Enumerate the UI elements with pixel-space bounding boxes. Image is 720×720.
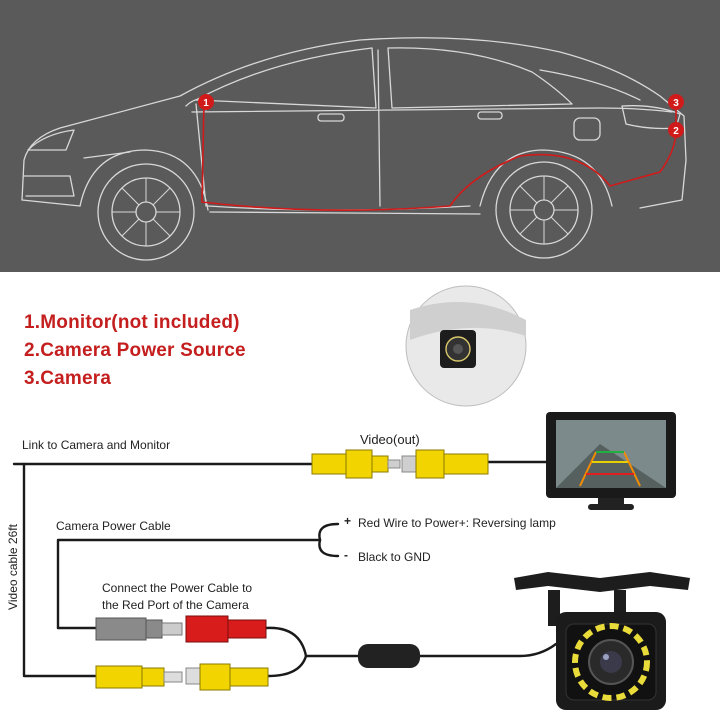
callout-2-text: 2 [673, 126, 679, 137]
power-cable-wire [56, 538, 322, 630]
black-wire-label: Black to GND [358, 550, 431, 564]
link-camera-monitor-label: Link to Camera and Monitor [22, 438, 171, 452]
red-wire-label: Red Wire to Power+: Reversing lamp [358, 516, 556, 530]
minus-sign: - [344, 548, 348, 562]
rca-video-male-connector [311, 449, 401, 479]
monitor-device [546, 412, 676, 510]
inline-module [358, 644, 420, 668]
power-port-red-connector [185, 615, 267, 643]
callout-camera-marker: 3 [668, 94, 684, 110]
monitor-video-wire [486, 460, 550, 472]
car-outline-illustration: 1 2 3 [21, 37, 687, 261]
legend-item-monitor: 1.Monitor(not included) [24, 312, 240, 333]
video-cable-wire [12, 462, 98, 678]
callout-monitor-marker: 1 [198, 94, 214, 110]
callout-1-text: 1 [203, 98, 209, 109]
connect-note-line1: Connect the Power Cable to [102, 581, 253, 595]
camera-mounted-photo [405, 285, 527, 407]
video-cable-length-label: Video cable 26ft [6, 524, 20, 610]
legend-item-camera: 3.Camera [24, 368, 112, 389]
camera-power-lead [264, 626, 362, 658]
connect-note-line2: the Red Port of the Camera [102, 598, 249, 612]
car-diagram-panel: 1 2 3 [0, 0, 720, 272]
callout-power-marker: 2 [668, 122, 684, 138]
camera-lead-wire [416, 642, 558, 658]
power-plug-grey-connector [95, 617, 183, 641]
rca-video-female-connector [401, 449, 489, 479]
wiring-diagram [12, 285, 690, 710]
backup-camera-device [514, 572, 690, 710]
video-out-label: Video(out) [360, 432, 420, 447]
camera-video-male-connector [95, 665, 183, 689]
power-cable-label: Camera Power Cable [56, 519, 171, 533]
red-wire-branch [318, 522, 340, 542]
black-wire-branch [318, 538, 340, 558]
camera-video-lead [266, 654, 308, 678]
camera-video-female-connector [185, 663, 269, 691]
callout-3-text: 3 [673, 98, 679, 109]
plus-sign: + [344, 514, 352, 528]
wiring-route-line [201, 101, 677, 211]
legend-item-power-source: 2.Camera Power Source [24, 340, 246, 361]
